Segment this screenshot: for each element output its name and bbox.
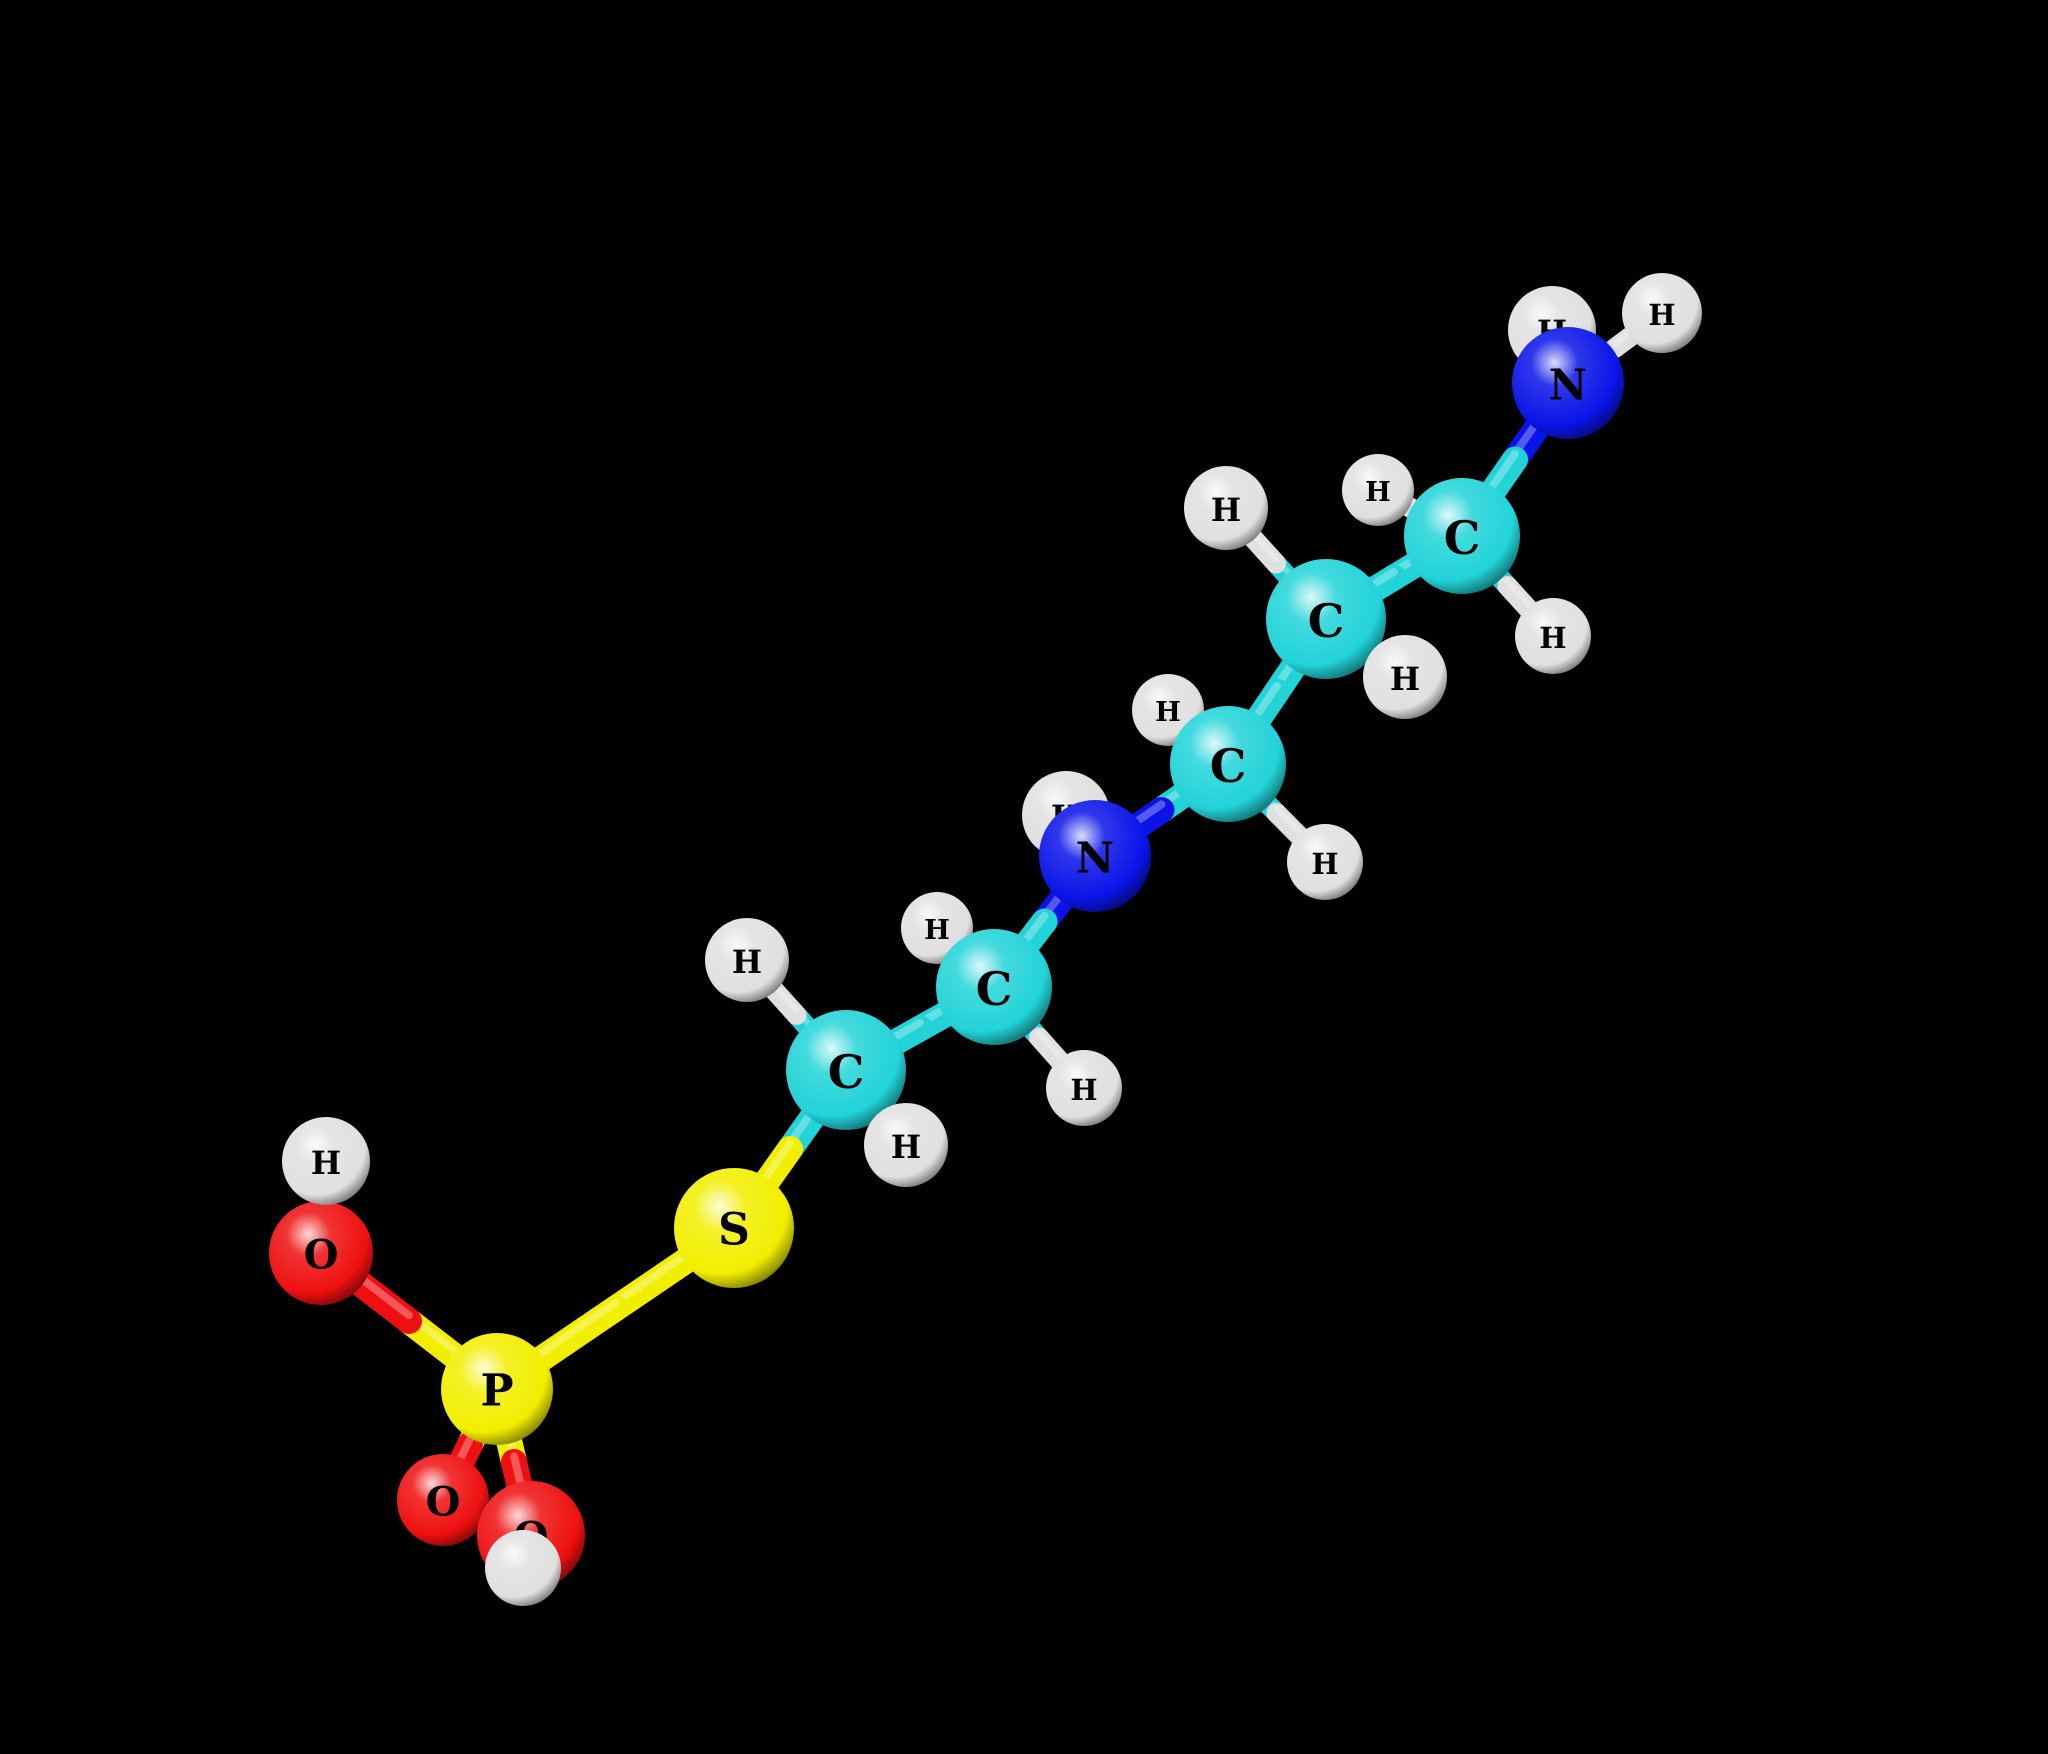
- atom-o-a26: O: [397, 1454, 489, 1546]
- atom-h-a4: H: [1342, 454, 1414, 526]
- atom-sphere: [397, 1454, 489, 1546]
- atom-sphere: [1622, 273, 1702, 353]
- atom-label: H: [1648, 298, 1675, 332]
- atom-label: H: [311, 1144, 341, 1182]
- atom-label: H: [1070, 1073, 1097, 1107]
- atom-sphere: [1287, 824, 1363, 900]
- atom-sphere: [485, 1530, 561, 1606]
- atom-sphere: [936, 929, 1052, 1045]
- atom-sphere: [1515, 598, 1591, 674]
- atom-sphere: [1046, 1050, 1122, 1126]
- atom-label: C: [1308, 594, 1345, 648]
- atom-label: H: [924, 914, 950, 946]
- atom-label: S: [718, 1205, 750, 1256]
- atom-label: C: [1444, 511, 1481, 565]
- atom-sphere: [269, 1201, 373, 1305]
- atom-sphere: [1404, 478, 1520, 594]
- atom-h-a17: H: [1046, 1050, 1122, 1126]
- atom-h-a18: H: [705, 918, 789, 1002]
- atom-sphere: [1512, 327, 1624, 439]
- atom-sphere: [1363, 635, 1447, 719]
- atom-h-a2: H: [1622, 273, 1702, 353]
- atom-sphere: [674, 1168, 794, 1288]
- atom-label: C: [1210, 739, 1247, 793]
- atom-c-a5: C: [1404, 478, 1520, 594]
- atom-label: H: [1155, 696, 1181, 728]
- atom-label: C: [976, 962, 1013, 1016]
- atom-h-a12: H: [1287, 824, 1363, 900]
- atom-h-a25: H: [282, 1117, 370, 1205]
- atom-label: P: [480, 1366, 513, 1417]
- atom-sphere: [1039, 800, 1151, 912]
- atom-label: H: [1539, 621, 1566, 655]
- atom-h-a7: H: [1184, 466, 1268, 550]
- atom-label: H: [1211, 491, 1241, 529]
- atom-c-a8: C: [1266, 559, 1386, 679]
- atom-c-a19: C: [786, 1010, 906, 1130]
- atom-p-a23: P: [441, 1333, 553, 1445]
- atom-sphere: [282, 1117, 370, 1205]
- atom-sphere: [441, 1333, 553, 1445]
- atom-sphere: [1170, 706, 1286, 822]
- atom-n-a3: N: [1512, 327, 1624, 439]
- atom-sphere: [786, 1010, 906, 1130]
- atom-o-a24: O: [269, 1201, 373, 1305]
- atom-c-a16: C: [936, 929, 1052, 1045]
- atom-label: O: [426, 1479, 461, 1526]
- atom-h-a9: H: [1363, 635, 1447, 719]
- atom-c-a11: C: [1170, 706, 1286, 822]
- atom-h-a6: H: [1515, 598, 1591, 674]
- atom-label: H: [1311, 847, 1338, 881]
- atom-h-a28: [485, 1530, 561, 1606]
- atom-label: C: [828, 1045, 865, 1099]
- atom-label: H: [891, 1128, 921, 1166]
- atoms-layer: HHNHCHHCHHCHHNHCHHCHSPOHOO: [269, 273, 1702, 1606]
- atom-label: N: [1076, 834, 1114, 883]
- atom-label: N: [1549, 361, 1587, 410]
- atom-s-a22: S: [674, 1168, 794, 1288]
- atom-label: O: [304, 1232, 339, 1279]
- atom-n-a14: N: [1039, 800, 1151, 912]
- atom-sphere: [864, 1103, 948, 1187]
- atom-label: H: [732, 943, 762, 981]
- atom-label: H: [1390, 660, 1420, 698]
- atom-label: H: [1365, 476, 1391, 508]
- atom-sphere: [1266, 559, 1386, 679]
- atom-sphere: [705, 918, 789, 1002]
- atom-sphere: [1342, 454, 1414, 526]
- atom-sphere: [1184, 466, 1268, 550]
- atom-h-a20: H: [864, 1103, 948, 1187]
